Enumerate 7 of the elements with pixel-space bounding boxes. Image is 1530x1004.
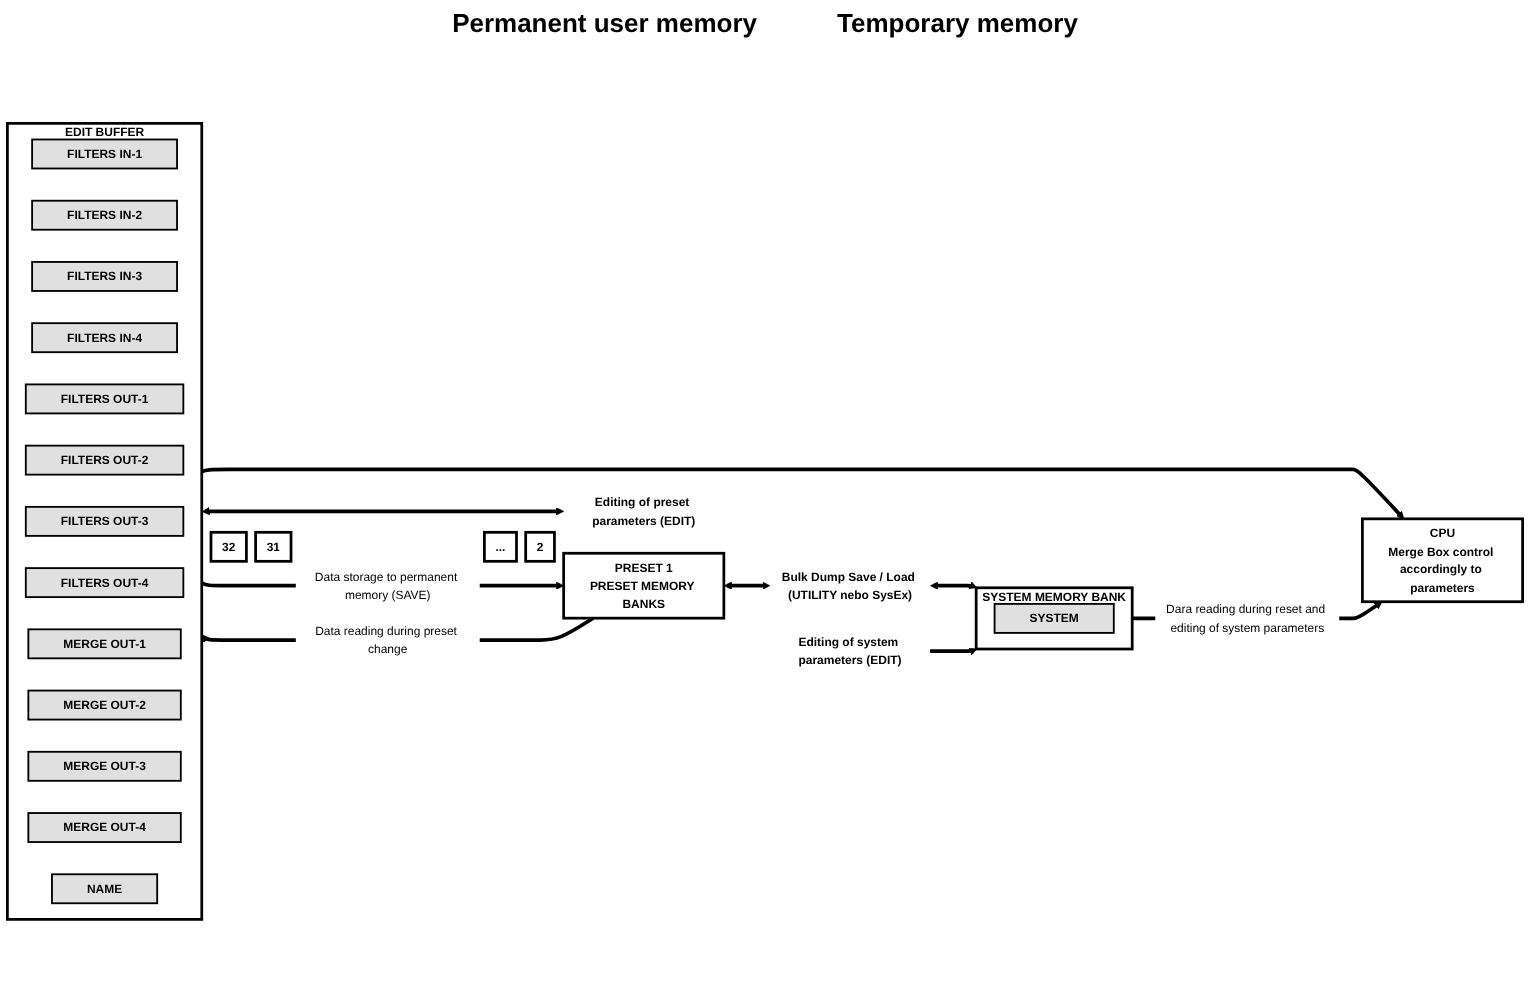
- section-heading: Permanent user memory: [452, 7, 758, 37]
- arrow: [930, 581, 978, 591]
- arrow: [200, 468, 1405, 520]
- arrow: [723, 582, 771, 591]
- arrow: [929, 648, 978, 657]
- section-heading: Temporary memory: [837, 7, 1078, 37]
- arrow: [201, 507, 564, 517]
